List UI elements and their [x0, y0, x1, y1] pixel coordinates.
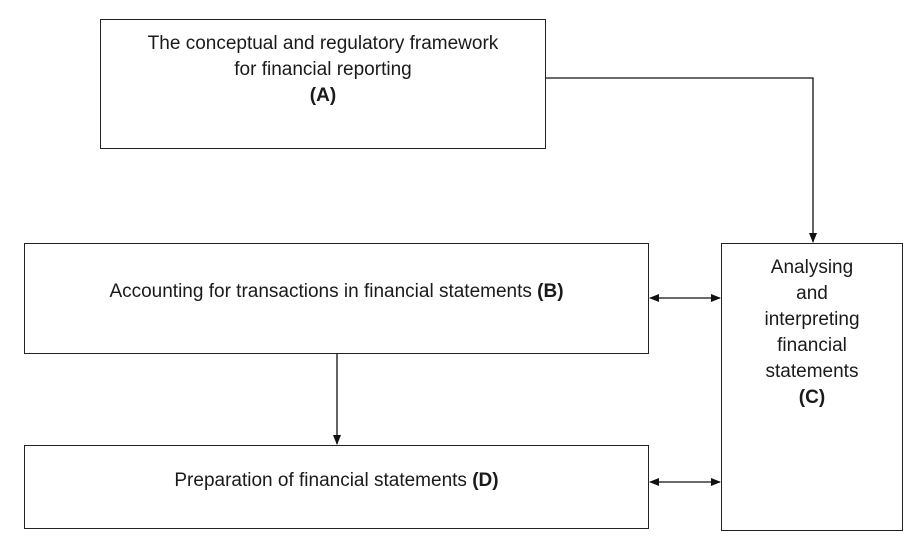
box-b-label: Accounting for transactions in financial… — [109, 281, 532, 302]
box-b-code: (B) — [537, 281, 564, 302]
box-d-label: Preparation of financial statements — [174, 470, 467, 491]
box-c-line3: interpreting — [764, 309, 860, 330]
box-d-code: (D) — [472, 470, 499, 491]
box-conceptual-framework: The conceptual and regulatory framework … — [100, 19, 546, 149]
box-a-line2: for financial reporting — [234, 59, 412, 80]
box-a-text: The conceptual and regulatory framework … — [101, 31, 545, 109]
box-preparation-statements: Preparation of financial statements (D) — [24, 445, 649, 529]
box-c-line4: financial — [777, 335, 847, 356]
box-a-code: (A) — [309, 85, 337, 106]
box-d-text: Preparation of financial statements (D) — [25, 468, 648, 494]
box-accounting-transactions: Accounting for transactions in financial… — [24, 243, 649, 354]
box-c-line2: and — [796, 283, 828, 304]
box-a-line1: The conceptual and regulatory framework — [147, 33, 499, 54]
box-b-text: Accounting for transactions in financial… — [25, 279, 648, 305]
box-c-line1: Analysing — [770, 257, 854, 278]
box-c-text: Analysing and interpreting financial sta… — [722, 255, 902, 411]
box-c-line5: statements — [765, 361, 859, 382]
box-c-code: (C) — [798, 387, 826, 408]
box-analysing-interpreting: Analysing and interpreting financial sta… — [721, 243, 903, 531]
arrow-a-to-c — [546, 77, 817, 243]
